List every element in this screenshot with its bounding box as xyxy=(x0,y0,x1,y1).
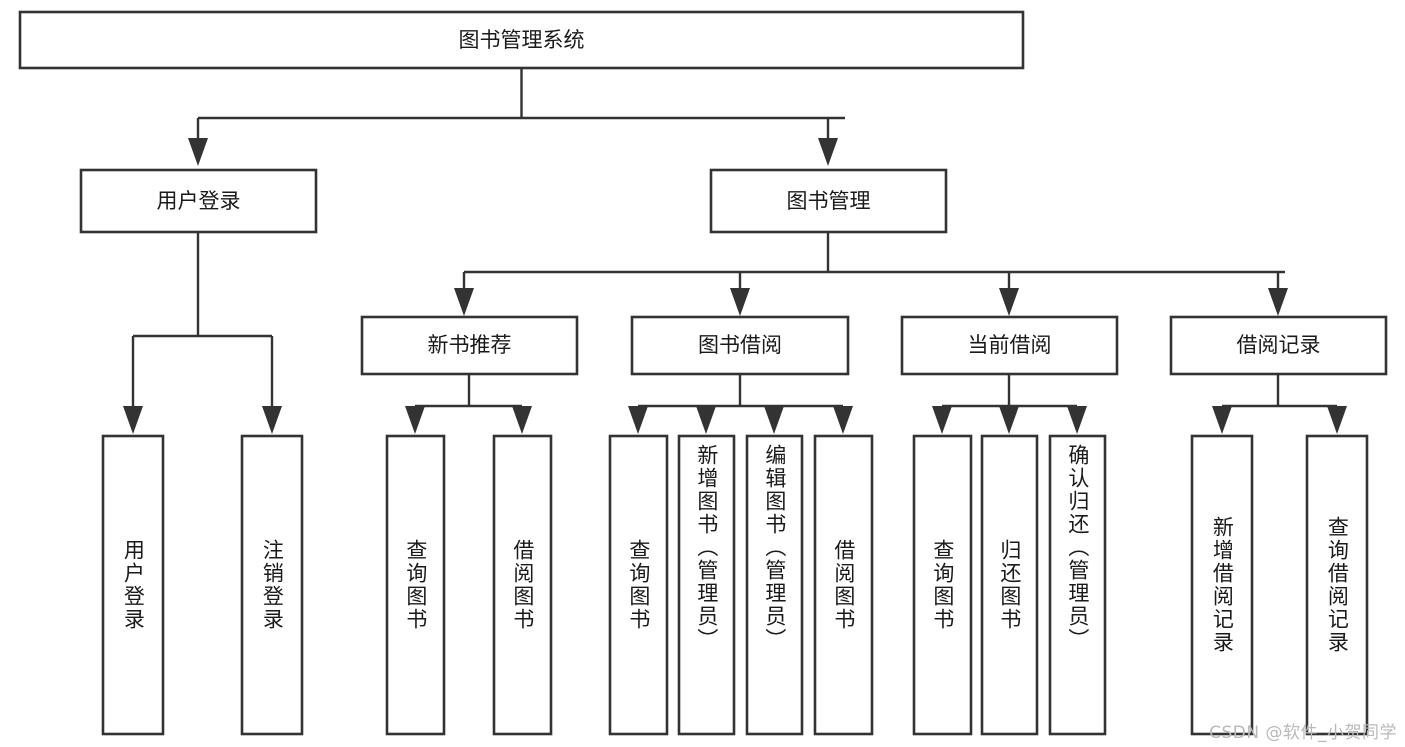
arrow-head-leaf-query-book-a xyxy=(405,406,425,434)
arrow-head-leaf-add-record xyxy=(1212,406,1232,434)
node-borrow-record[interactable]: 借阅记录 xyxy=(1169,315,1388,376)
arrow-head-leaf-query-record xyxy=(1327,406,1347,434)
arrow-head-book-manage xyxy=(818,138,838,166)
node-current-borrow[interactable]: 当前借阅 xyxy=(900,315,1119,376)
leaf-box-return-book[interactable] xyxy=(980,434,1039,736)
node-label-book-borrow: 图书借阅 xyxy=(698,333,782,357)
edges-currentborrow-to-leaves xyxy=(932,374,1087,434)
arrow-head-leaf-confirm-return xyxy=(1067,406,1087,434)
edges-userlogin-to-leaves xyxy=(123,232,282,434)
node-label-new-book-recommend: 新书推荐 xyxy=(428,333,512,357)
csdn-watermark: CSDN @软件_小贺同学 xyxy=(1209,723,1397,743)
node-new-book-recommend[interactable]: 新书推荐 xyxy=(360,315,579,376)
node-label-book-management: 图书管理 xyxy=(787,189,871,213)
edges-root-to-level2 xyxy=(188,68,845,166)
arrow-head-leaf-logout xyxy=(262,406,282,434)
edges-borrowrecord-to-leaves xyxy=(1212,374,1347,434)
leaf-box-borrow-book-b[interactable] xyxy=(813,434,874,736)
node-label-borrow-record: 借阅记录 xyxy=(1237,333,1321,357)
arrow-head-borrow-record xyxy=(1268,288,1288,316)
node-label-user-login: 用户登录 xyxy=(157,189,241,213)
node-user-login[interactable]: 用户登录 xyxy=(79,168,318,234)
leaf-box-add-book[interactable] xyxy=(677,434,736,736)
node-book-borrow[interactable]: 图书借阅 xyxy=(630,315,850,376)
edges-newbookrec-to-leaves xyxy=(405,374,532,434)
leaf-box-add-record[interactable] xyxy=(1190,434,1254,736)
leaf-box-confirm-return[interactable] xyxy=(1048,434,1107,736)
arrow-head-leaf-borrow-book-a xyxy=(512,406,532,434)
node-label-current-borrow: 当前借阅 xyxy=(968,333,1052,357)
edges-bookmanage-to-level3 xyxy=(454,232,1288,316)
arrow-head-new-book-rec xyxy=(454,288,474,316)
node-book-management[interactable]: 图书管理 xyxy=(709,168,948,234)
leaf-box-logout[interactable] xyxy=(240,434,304,736)
arrow-head-leaf-edit-book xyxy=(764,406,784,434)
leaf-box-query-book-b[interactable] xyxy=(608,434,669,736)
leaf-box-edit-book[interactable] xyxy=(745,434,804,736)
arrow-head-leaf-user-login xyxy=(123,406,143,434)
leaf-box-query-book-c[interactable] xyxy=(912,434,973,736)
leaf-box-borrow-book-a[interactable] xyxy=(492,434,553,736)
arrow-head-current-borrow xyxy=(999,288,1019,316)
leaf-box-query-book-a[interactable] xyxy=(385,434,446,736)
leaf-box-user-login[interactable] xyxy=(101,434,165,736)
arrow-head-leaf-query-book-b xyxy=(628,406,648,434)
arrow-head-leaf-query-book-c xyxy=(932,406,952,434)
arrow-head-book-borrow xyxy=(730,288,750,316)
leaf-boxes xyxy=(101,434,1369,736)
arrow-head-leaf-add-book xyxy=(696,406,716,434)
arrow-head-user-login xyxy=(188,138,208,166)
edges-bookborrow-to-leaves xyxy=(628,374,853,434)
node-label-root: 图书管理系统 xyxy=(459,28,585,52)
arrow-head-leaf-borrow-book-b xyxy=(833,406,853,434)
leaf-box-query-record[interactable] xyxy=(1305,434,1369,736)
arrow-head-leaf-return-book xyxy=(999,406,1019,434)
node-root-system[interactable]: 图书管理系统 xyxy=(18,10,1025,70)
